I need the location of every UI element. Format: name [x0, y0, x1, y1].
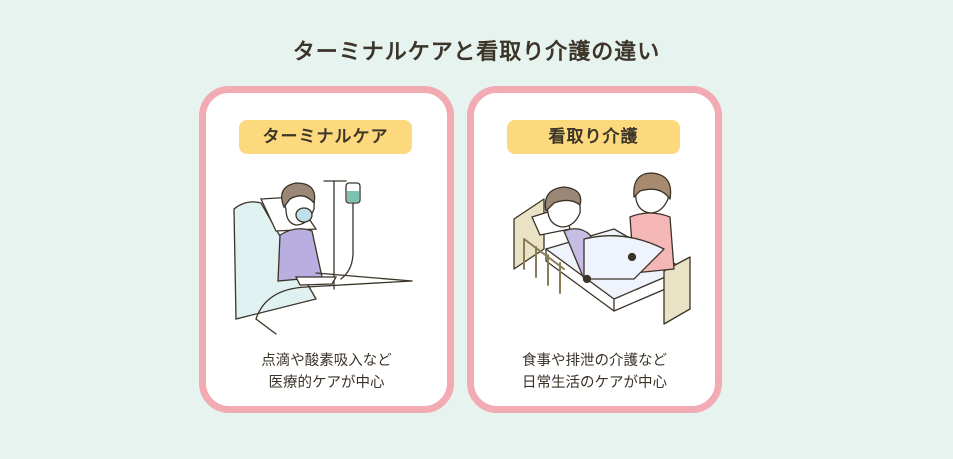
patient-with-iv-illustration	[233, 180, 413, 335]
page-title: ターミナルケアと看取り介護の違い	[292, 40, 661, 65]
end-of-life-care-label: 看取り介護	[507, 120, 680, 154]
terminal-care-description: 点滴や酸素吸入など 医療的ケアが中心	[206, 350, 447, 394]
end-of-life-care-card: 看取り介護 食事や排泄の介護など 日常生活のケアが中心	[467, 86, 722, 413]
description-line: 食事や排泄の介護など	[522, 353, 667, 369]
terminal-care-card: ターミナルケア 点滴や酸素吸入など 医療的ケアが中心	[199, 86, 454, 413]
description-line: 点滴や酸素吸入など	[261, 353, 392, 369]
description-line: 医療的ケアが中心	[268, 375, 385, 391]
description-line: 日常生活のケアが中心	[522, 375, 667, 391]
end-of-life-care-description: 食事や排泄の介護など 日常生活のケアが中心	[474, 350, 715, 394]
caregiver-with-patient-illustration	[513, 172, 691, 325]
terminal-care-label: ターミナルケア	[239, 120, 412, 154]
